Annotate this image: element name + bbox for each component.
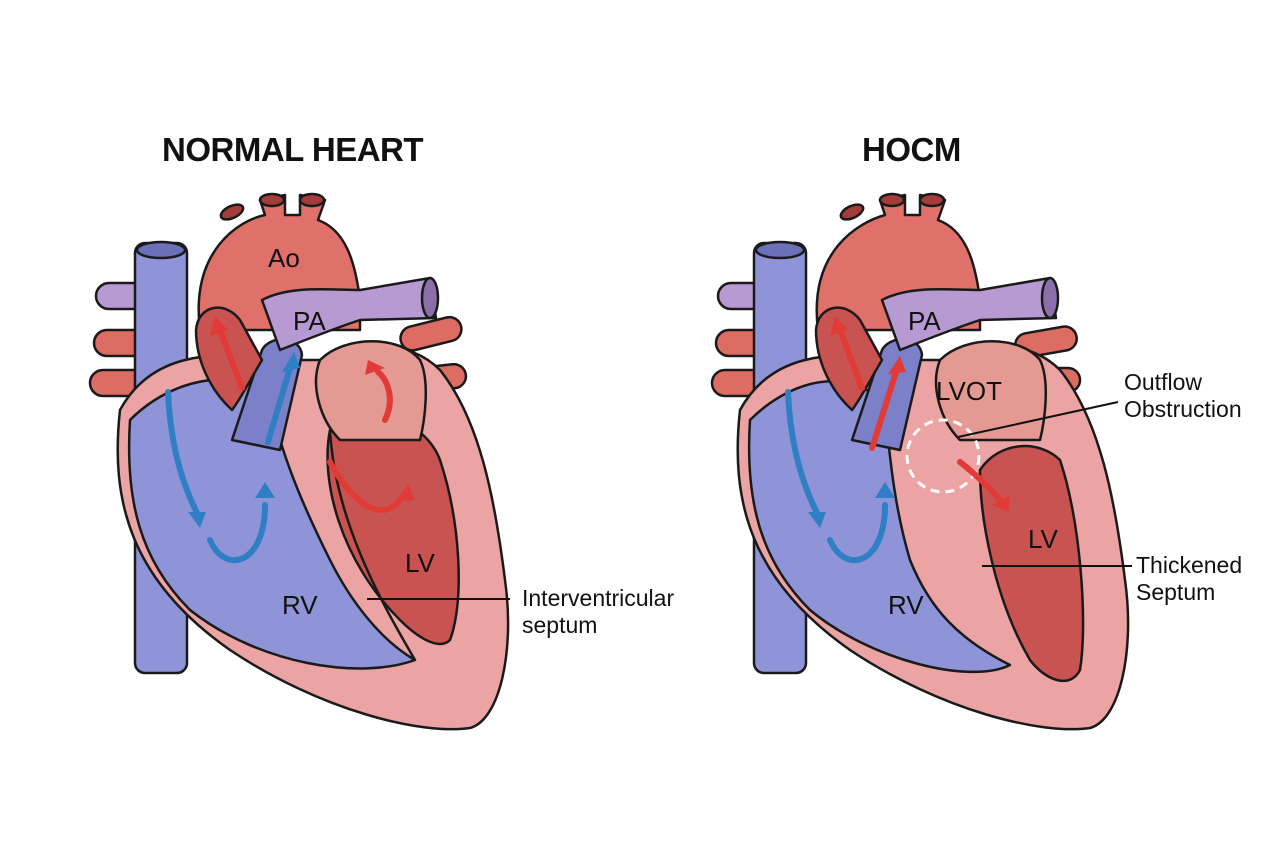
- hocm-heart-illustration: PA LVOT LV RV: [710, 192, 1132, 731]
- obstruction-leader-line: [957, 401, 1119, 438]
- outflow-obstruction-callout: Outflow Obstruction: [1124, 369, 1242, 422]
- label-rv: RV: [888, 590, 924, 620]
- normal-heart-title: NORMAL HEART: [162, 131, 424, 168]
- label-lv: LV: [1028, 524, 1059, 554]
- hocm-title: HOCM: [862, 131, 961, 168]
- obstruction-marker: [905, 418, 981, 494]
- label-lv: LV: [405, 548, 436, 578]
- label-pa: PA: [293, 306, 326, 336]
- label-ao: Ao: [268, 243, 300, 273]
- label-rv: RV: [282, 590, 318, 620]
- thickened-septum-callout: Thickened Septum: [1136, 552, 1243, 605]
- normal-heart-illustration: Ao PA LV RV: [88, 192, 510, 731]
- hocm-heart-panel: HOCM: [640, 0, 1280, 850]
- label-pa: PA: [908, 306, 941, 336]
- normal-heart-panel: NORMAL HEART: [88, 131, 674, 731]
- label-lvot: LVOT: [936, 376, 1002, 406]
- interventricular-septum-callout: Interventricular septum: [522, 585, 675, 638]
